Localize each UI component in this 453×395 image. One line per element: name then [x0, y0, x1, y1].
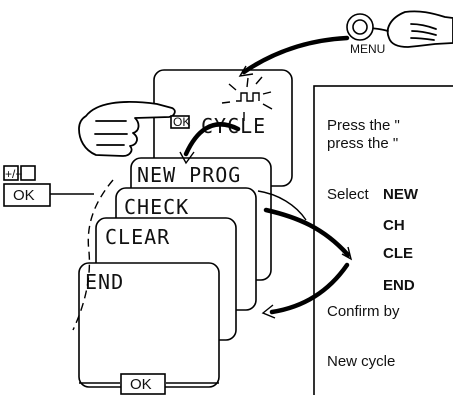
end-text: END [85, 270, 124, 294]
ok-chip[interactable]: OK [170, 115, 190, 129]
ok-hand-icon [78, 101, 176, 157]
menu-button[interactable]: MENU [346, 13, 385, 56]
select-label: Select [327, 186, 370, 203]
select-option-end: END [383, 277, 415, 294]
screen-stack [78, 157, 272, 388]
selection-curve [72, 179, 114, 331]
plus-minus-label: +/− [5, 167, 22, 181]
instruction-panel [313, 85, 453, 395]
menu-label: MENU [350, 42, 385, 56]
new-cycle-label: New cycle [327, 353, 395, 370]
ok-arrow [183, 122, 241, 157]
right-arrow [263, 207, 351, 258]
side-ok-label: OK [13, 187, 35, 204]
return-curve [257, 190, 307, 221]
select-option-clear: CLE [383, 245, 413, 262]
bottom-right-arrow [269, 262, 350, 315]
confirm-label: Confirm by [327, 303, 400, 320]
bottom-ok-label: OK [130, 376, 152, 393]
select-option-check: CH [383, 217, 405, 234]
select-option-new: NEW [383, 186, 419, 203]
bottom-ok-button[interactable]: OK [79, 373, 219, 395]
instruction-line-2: press the " [327, 135, 398, 152]
side-controls: +/− OK [3, 165, 94, 207]
side-ok-button[interactable] [3, 183, 51, 207]
cycle-icon [221, 76, 273, 121]
minus-button[interactable] [20, 165, 36, 181]
new-prog-text: NEW PROG [137, 163, 241, 187]
menu-arrow [241, 35, 350, 75]
ok-chip-label: OK [173, 115, 190, 129]
clear-text: CLEAR [105, 225, 170, 249]
check-text: CHECK [124, 195, 189, 219]
plus-button[interactable] [3, 165, 19, 181]
instruction-line-1: Press the " [327, 117, 400, 134]
